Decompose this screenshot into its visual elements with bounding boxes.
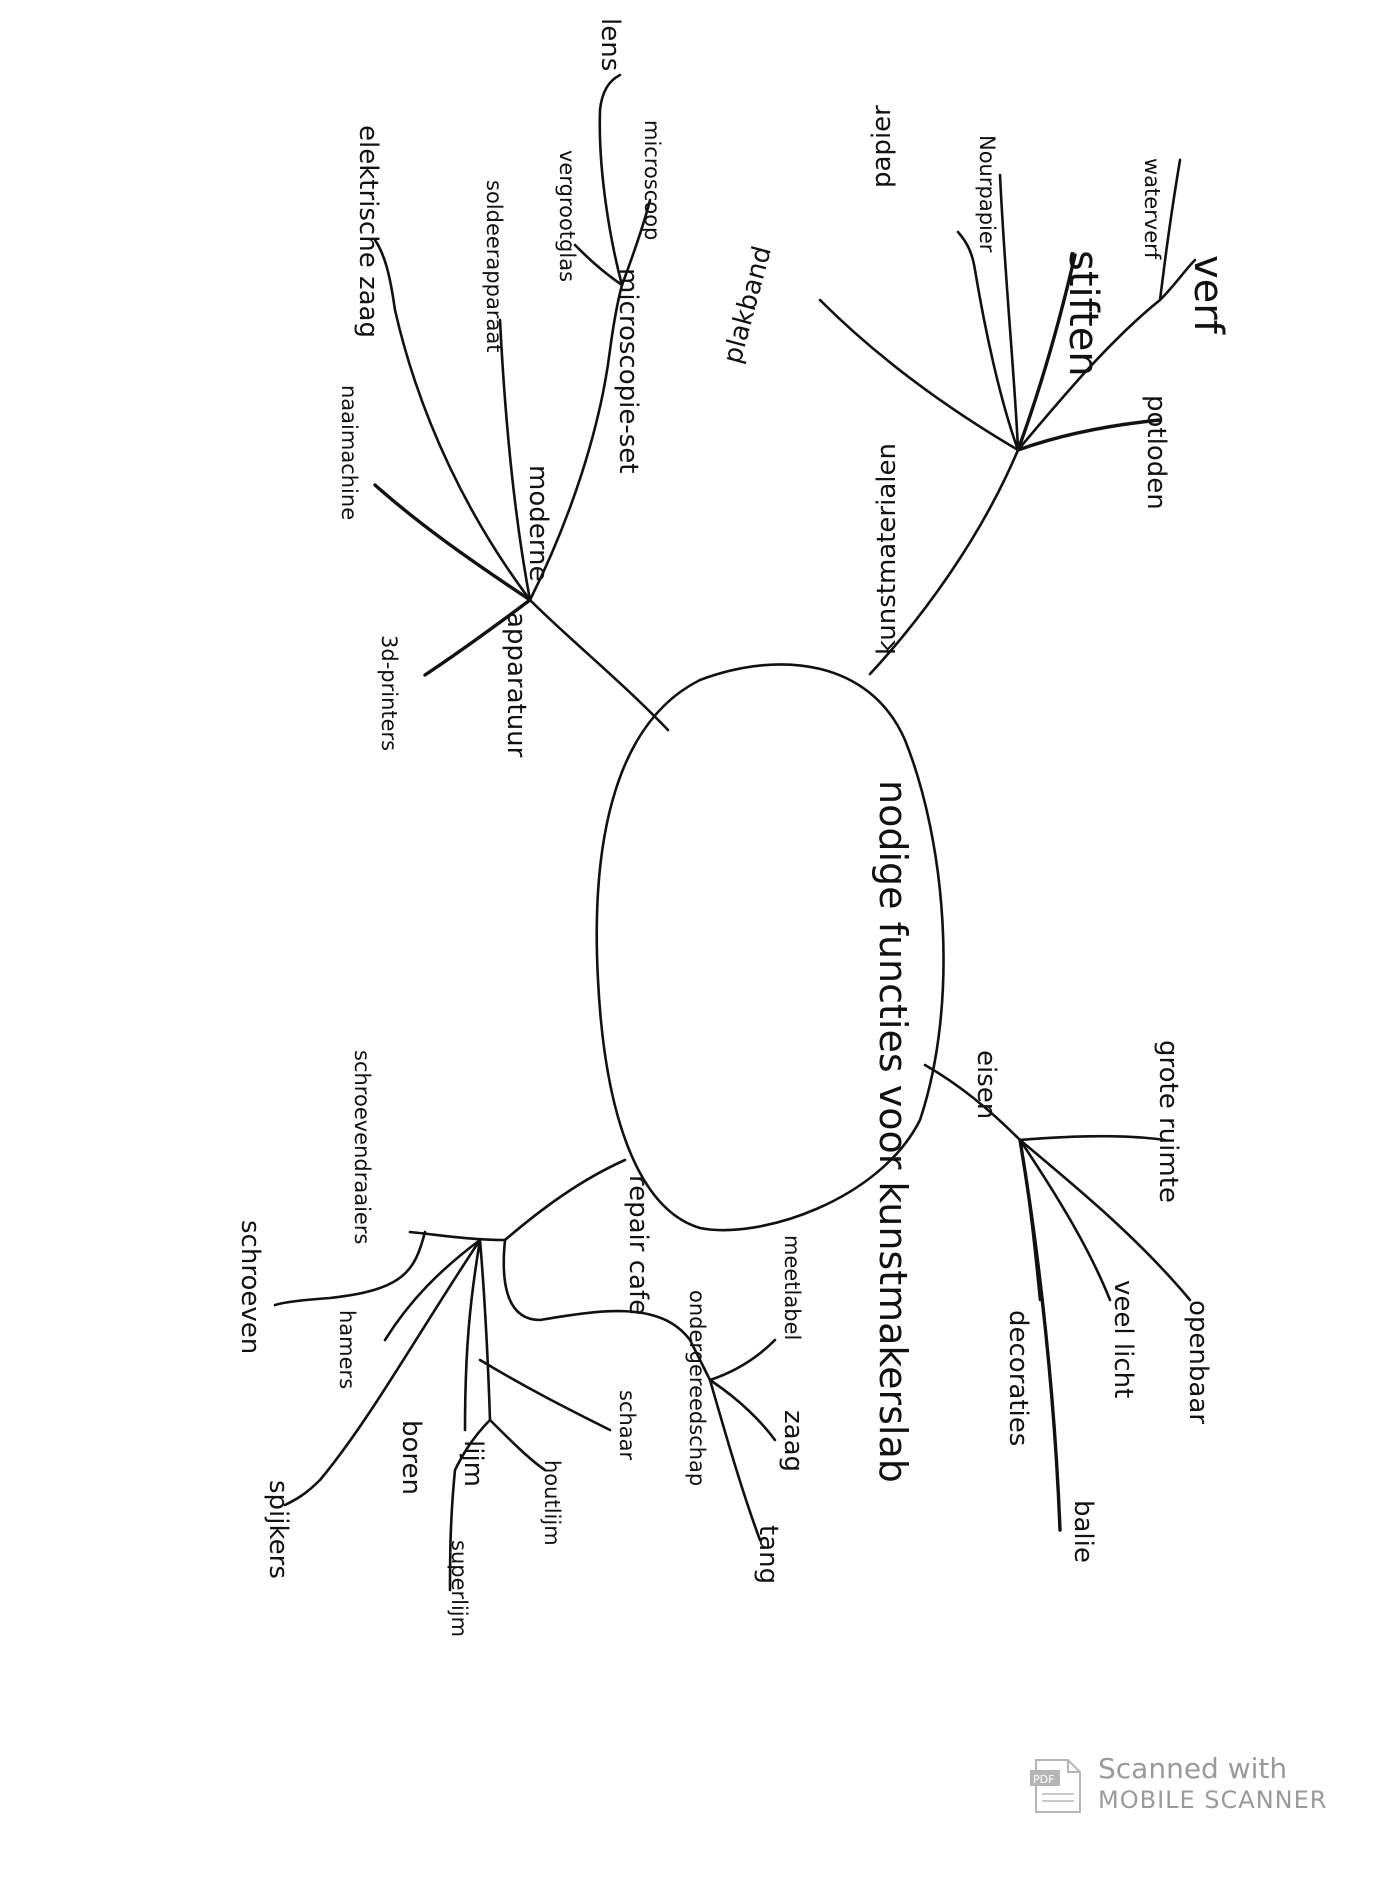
label-soldeerapparaat: soldeerapparaat: [482, 180, 506, 352]
label-eisen: eisen: [971, 1050, 1001, 1119]
edge-hamers: [383, 1238, 482, 1342]
label-houtlijm: houtlijm: [540, 1460, 564, 1546]
edge-papier: [956, 230, 1020, 452]
edge-veel-licht: [1018, 1138, 1112, 1302]
edge-houtlijm: [488, 1418, 547, 1472]
watermark-line1: Scanned with: [1098, 1752, 1288, 1785]
edge-center-kunstmaterialen: [868, 448, 1020, 676]
branch-repair-cafe: repair cafe schroevendraaiers schroeven …: [235, 1050, 808, 1637]
label-repair-cafe: repair cafe: [623, 1175, 653, 1315]
scanner-watermark: PDF Scanned with MOBILE SCANNER: [1028, 1750, 1358, 1820]
label-3dprinters: 3d-printers: [377, 635, 401, 751]
label-naaimachine: naaimachine: [337, 385, 361, 520]
edge-microscoop: [620, 198, 652, 287]
edge-verf: [1016, 258, 1197, 452]
edge-waterverf: [1158, 158, 1182, 302]
label-meetlabel: meetlabel: [780, 1235, 804, 1340]
center-oval: [595, 663, 945, 1232]
label-schaar: schaar: [615, 1390, 639, 1461]
label-moderne: moderne: [523, 465, 553, 581]
watermark-line2: MOBILE SCANNER: [1098, 1786, 1328, 1814]
label-nourpapier: Nourpapier: [975, 135, 999, 253]
label-vergrootglas: vergrootglas: [555, 150, 579, 282]
edge-schaar: [478, 1358, 612, 1432]
edge-3dprinters: [423, 598, 532, 677]
edge-stiften: [1016, 253, 1077, 452]
edge-balie: [1018, 1138, 1062, 1532]
branch-moderne-apparatuur: moderne apparatuur lens microscoop vergr…: [337, 18, 670, 758]
label-lens: lens: [595, 18, 625, 71]
edge-elektrische-zaag: [373, 238, 532, 602]
label-potloden: potloden: [1141, 395, 1171, 510]
label-balie: balie: [1068, 1500, 1098, 1563]
label-plakband: plakband: [718, 243, 778, 367]
label-hamers: hamers: [335, 1310, 359, 1389]
pdf-icon: PDF: [1030, 1759, 1081, 1813]
label-microscopie-set: microscopie-set: [613, 268, 643, 473]
edge-center-repair: [503, 1158, 627, 1242]
center-title: nodige functies voor kunstmakerslab: [871, 780, 915, 1483]
label-stiften: stiften: [1060, 250, 1106, 377]
edge-zaag: [708, 1378, 777, 1442]
edge-naaimachine: [373, 483, 532, 602]
label-apparatuur: apparatuur: [501, 612, 531, 758]
label-kunstmaterialen: kunstmaterialen: [872, 443, 902, 655]
label-schroevendraaiers: schroevendraaiers: [350, 1050, 374, 1244]
edge-plakband: [818, 298, 1020, 452]
edge-center-apparatuur: [528, 598, 670, 732]
edge-superlijm: [448, 1418, 492, 1592]
label-openbaar: openbaar: [1183, 1300, 1213, 1424]
label-elektrische-zaag: elektrische zaag: [353, 125, 383, 338]
label-spijkers: spijkers: [263, 1480, 293, 1579]
label-schroeven: schroeven: [235, 1220, 265, 1354]
label-papier: papier: [867, 105, 897, 188]
edge-spijkers: [283, 1238, 482, 1507]
center-title-line1: nodige functies voor kunstmakerslab: [871, 780, 915, 1483]
edge-schroevendraaiers: [408, 1230, 507, 1242]
label-lijm: lijm: [458, 1440, 488, 1487]
edge-boren: [463, 1238, 482, 1432]
label-microscoop: microscoop: [640, 120, 664, 240]
branch-kunstmaterialen: kunstmaterialen plakband papier Nourpapi…: [718, 105, 1231, 676]
label-waterverf: waterverf: [1140, 158, 1164, 260]
label-verf: verf: [1185, 255, 1231, 335]
edge-meetlabel: [708, 1338, 777, 1382]
edge-grote-ruimte: [1018, 1134, 1167, 1142]
label-boren: boren: [396, 1420, 426, 1495]
label-grote-ruimte: grote ruimte: [1153, 1040, 1183, 1203]
edge-openbaar: [1018, 1138, 1192, 1302]
label-zaag: zaag: [778, 1410, 808, 1472]
label-tang: tang: [753, 1525, 783, 1584]
edge-schroeven: [273, 1230, 427, 1307]
edge-center-eisen: [923, 1063, 1022, 1142]
edge-vergrootglas: [573, 243, 624, 287]
label-ondergereedschap: ondergereedschap: [685, 1290, 709, 1486]
svg-text:PDF: PDF: [1033, 1773, 1054, 1786]
edge-lijm: [478, 1238, 492, 1422]
edge-tang: [708, 1378, 762, 1542]
edge-repair-ondergereedschap: [502, 1238, 712, 1382]
label-veel-licht: veel licht: [1108, 1280, 1138, 1398]
edge-nourpapier: [998, 173, 1020, 452]
branch-eisen: eisen grote ruimte openbaar veel licht d…: [923, 1040, 1213, 1563]
edge-potloden: [1016, 418, 1162, 452]
label-decoraties: decoraties: [1003, 1310, 1033, 1446]
edge-lens: [598, 73, 624, 287]
label-superlijm: superlijm: [447, 1540, 471, 1637]
edge-soldeer: [498, 318, 532, 602]
edge-moderne-microscopie: [528, 283, 624, 602]
